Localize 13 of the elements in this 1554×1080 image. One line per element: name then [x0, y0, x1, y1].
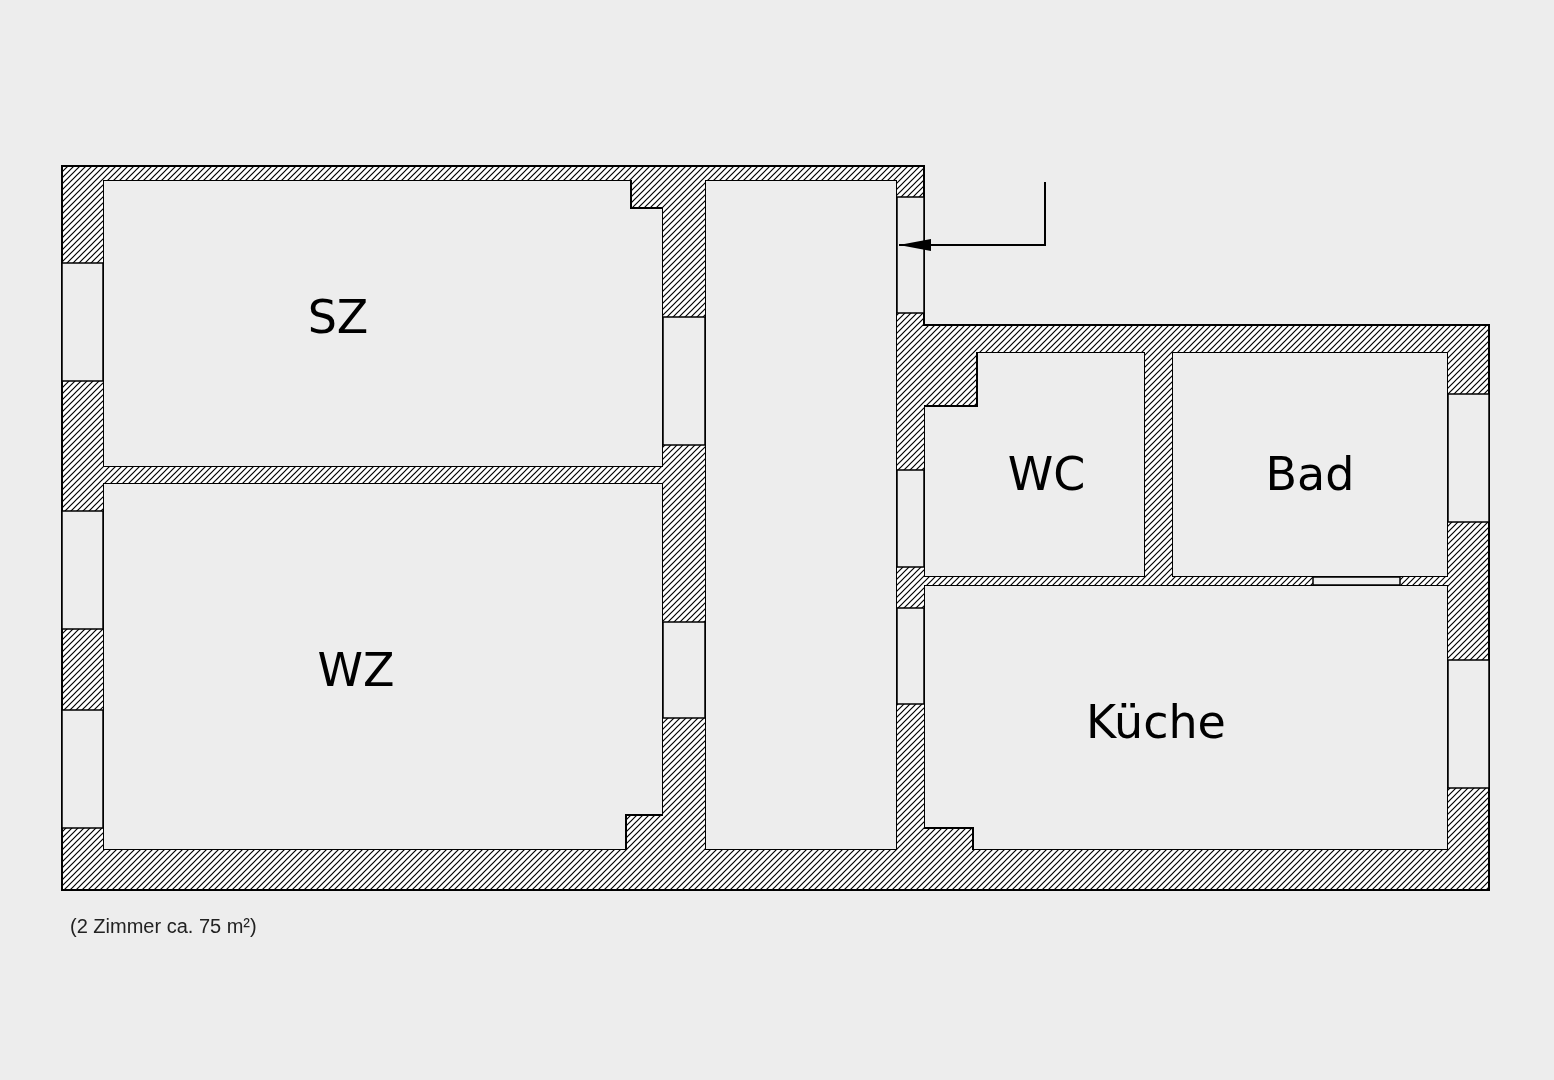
room-label: WZ — [317, 643, 395, 697]
room — [924, 585, 1448, 850]
room-label: WC — [1007, 447, 1086, 501]
room-label: Küche — [1086, 695, 1226, 749]
room — [103, 483, 663, 850]
caption: (2 Zimmer ca. 75 m²) — [70, 915, 257, 938]
room — [103, 180, 663, 467]
entrance-arrow — [898, 181, 1046, 251]
room-label: Bad — [1265, 447, 1355, 501]
room — [1172, 352, 1448, 577]
room — [924, 352, 1145, 577]
room-label: SZ — [307, 290, 369, 344]
room — [705, 180, 897, 850]
